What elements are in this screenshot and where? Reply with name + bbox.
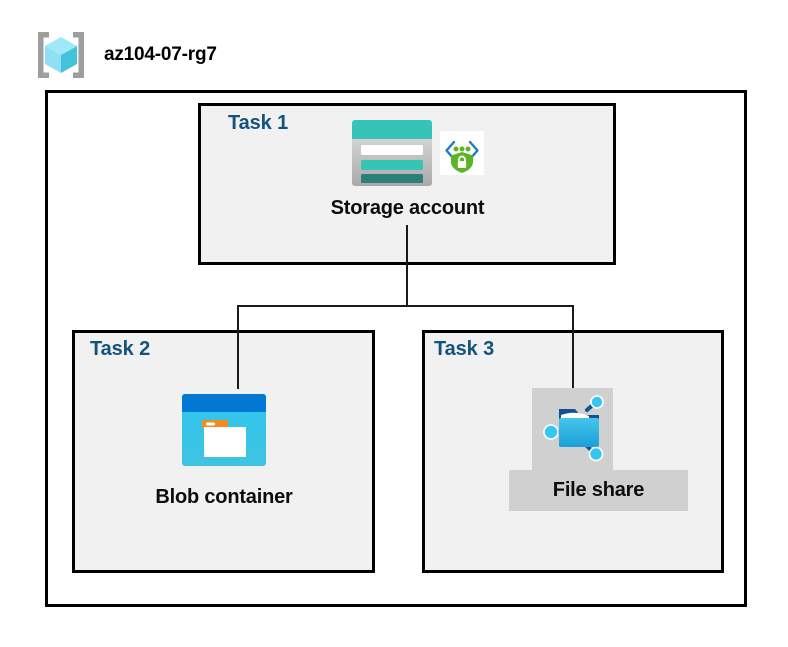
blob-container-icon xyxy=(180,392,268,468)
blob-container-node: Blob container xyxy=(108,392,340,509)
task-2-label: Task 2 xyxy=(90,338,151,360)
connector-to-file-share xyxy=(572,305,574,389)
connector-to-blob-container xyxy=(237,305,239,389)
storage-account-icon xyxy=(350,118,434,188)
task-1-label: Task 1 xyxy=(228,112,289,134)
file-share-label: File share xyxy=(552,479,645,501)
private-endpoint-icon xyxy=(439,131,484,175)
storage-account-label: Storage account xyxy=(330,197,485,219)
storage-account-icon-row xyxy=(350,118,484,188)
connector-horizontal-bus xyxy=(237,305,574,307)
file-share-label-highlight xyxy=(509,470,688,511)
resource-group-cube-icon xyxy=(32,26,90,84)
page-header: az104-07-rg7 xyxy=(32,26,217,84)
blob-container-label: Blob container xyxy=(155,486,293,508)
page-title: az104-07-rg7 xyxy=(104,44,217,65)
storage-account-node: Storage account xyxy=(290,118,525,220)
connector-storage-trunk xyxy=(406,225,408,306)
task-3-label: Task 3 xyxy=(434,338,495,360)
